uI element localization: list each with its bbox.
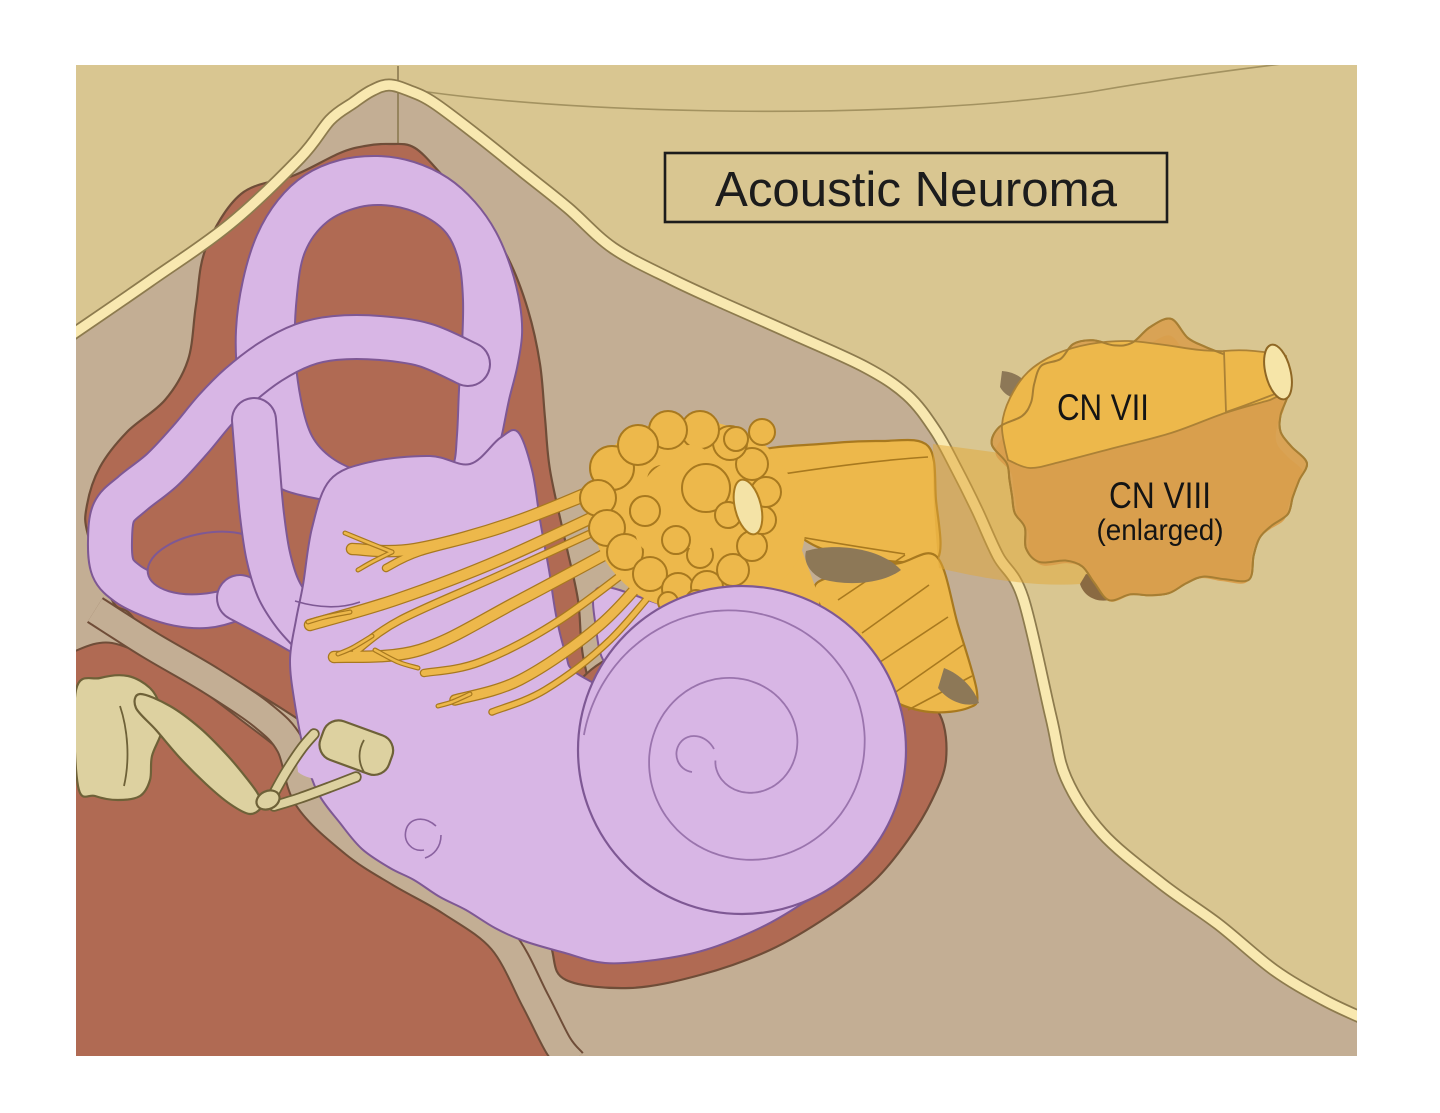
svg-text:CN VII: CN VII — [1057, 387, 1149, 428]
svg-text:Acoustic Neuroma: Acoustic Neuroma — [715, 163, 1118, 217]
svg-text:CN VIII: CN VIII — [1109, 475, 1211, 516]
svg-text:(enlarged): (enlarged) — [1097, 514, 1224, 547]
